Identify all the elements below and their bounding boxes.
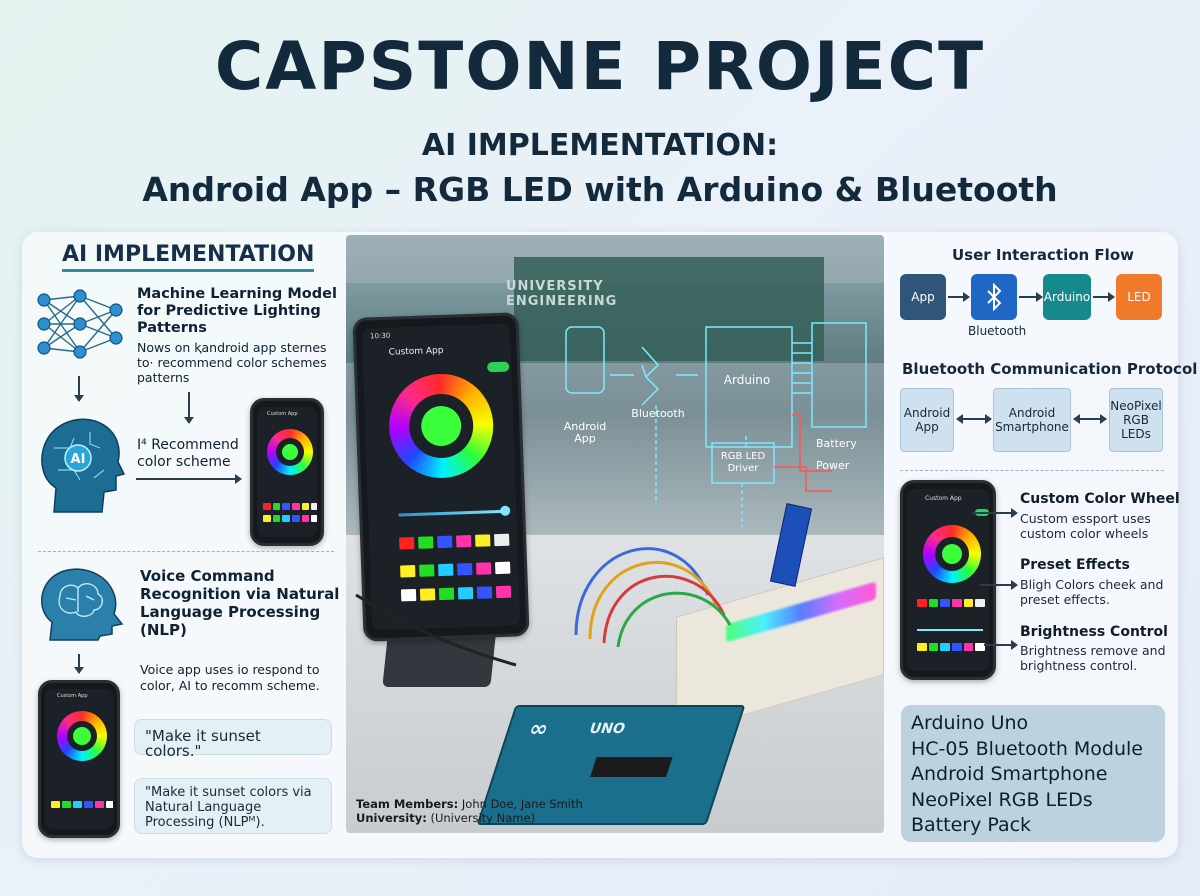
feature-wheel-text: Custom essport uses custom color wheels <box>1020 511 1151 541</box>
protocol-box-neopixel: NeoPixel RGB LEDs <box>1109 388 1163 452</box>
diagram-driver-label: RGB LED Driver <box>720 451 766 474</box>
right-arrow-icon <box>1019 292 1043 302</box>
flow-led-box: LED <box>1116 274 1162 320</box>
color-wheel[interactable] <box>57 711 107 761</box>
jumper-wires <box>355 547 732 667</box>
phone-app-title: Custom App <box>267 411 298 417</box>
voice-bubble-2: "Make it sunset colors via Natural Langu… <box>134 778 332 834</box>
protocol-box-smartphone: Android Smartphone <box>993 388 1071 452</box>
arduino-brand: UNO <box>587 721 628 737</box>
diagram-power-label: Power <box>816 459 850 472</box>
flow-bluetooth-box <box>971 274 1017 320</box>
right-arrow-icon <box>136 474 242 484</box>
protocol-title: Bluetooth Communication Protocol <box>902 360 1198 378</box>
ai-section-title: AI IMPLEMENTATION <box>62 242 315 272</box>
subtitle-ai: AI IMPLEMENTATION: <box>421 128 779 163</box>
phone-app-title: Custom App <box>925 495 962 502</box>
section-divider <box>38 551 334 552</box>
team-value: John Doe, Jane Smith <box>461 797 583 811</box>
hardware-item: Android Smartphone <box>911 763 1108 785</box>
voice-app-phone: Custom App <box>38 680 120 838</box>
feature-brightness-text: Brightness remove and brightness control… <box>1020 643 1166 673</box>
ai-head-icon: AI <box>41 418 126 513</box>
credits: Team Members: John Doe, Jane Smith Unive… <box>356 797 583 825</box>
recommend-label: Ⅰ⁴ Recommend color scheme <box>137 437 239 470</box>
hardware-item: Arduino Uno <box>911 712 1029 734</box>
feature-brightness-heading: Brightness Control <box>1020 624 1168 640</box>
voice-heading: Voice Command Recognition via Natural La… <box>140 567 340 639</box>
ai-chip-label: AI <box>71 452 86 467</box>
phone-clock: 10:30 <box>369 331 391 341</box>
phone-app-title: Custom App <box>57 693 88 699</box>
features-app-phone: Custom App <box>900 480 996 680</box>
diagram-arduino-label: Arduino <box>723 373 771 387</box>
down-arrow-icon <box>74 376 84 402</box>
down-arrow-icon <box>74 654 84 674</box>
section-divider <box>900 470 1164 471</box>
ml-heading: Machine Learning Model for Predictive Li… <box>137 286 337 336</box>
subtitle-project: Android App – RGB LED with Arduino & Blu… <box>142 170 1058 209</box>
university-value: (University Name) <box>430 811 536 825</box>
hardware-list: Arduino Uno HC-05 Bluetooth Module Andro… <box>901 705 1165 842</box>
flow-title: User Interaction Flow <box>952 246 1134 264</box>
flow-bluetooth-label: Bluetooth <box>968 324 1027 338</box>
hardware-diagram <box>565 322 867 527</box>
room-sign: UNIVERSITY ENGINEERING <box>506 279 618 309</box>
hardware-item: HC-05 Bluetooth Module <box>911 737 1143 760</box>
page-title: CAPSTONE PROJECT <box>214 28 986 105</box>
right-arrow-icon <box>980 580 1018 590</box>
diagram-battery-label: Battery <box>816 437 857 450</box>
voice-description: Voice app uses io respond to color, AI t… <box>140 662 320 693</box>
bidirectional-arrow-icon <box>956 414 992 424</box>
feature-preset-heading: Preset Effects <box>1020 557 1130 573</box>
hardware-item: NeoPixel RGB LEDs <box>911 788 1093 811</box>
ml-app-phone: Custom App <box>250 398 324 546</box>
voice-bubble-1: "Make it sunset colors." <box>134 719 332 759</box>
feature-wheel-heading: Custom Color Wheel <box>1020 491 1180 507</box>
right-arrow-icon <box>984 640 1018 650</box>
color-wheel[interactable] <box>267 429 313 475</box>
right-arrow-icon <box>972 508 1018 518</box>
right-arrow-icon <box>948 292 970 302</box>
hardware-item: Battery Pack <box>911 814 1032 836</box>
arduino-logo: ∞ <box>525 717 552 742</box>
down-arrow-icon <box>184 392 194 424</box>
university-label: University: <box>356 811 427 825</box>
ml-description: Nows on ⱪandroid app sternes to· recomme… <box>137 340 327 385</box>
brain-head-icon <box>41 568 124 641</box>
phone-app-title: Custom App <box>388 345 444 358</box>
feature-preset-text: Bligh Colors cheek and preset effects. <box>1020 577 1164 607</box>
diagram-android-label: Android App <box>563 420 607 445</box>
color-wheel[interactable] <box>387 372 496 480</box>
right-arrow-icon <box>1093 292 1115 302</box>
flow-arduino-box: Arduino <box>1043 274 1091 320</box>
bluetooth-icon <box>987 283 1002 311</box>
brightness-slider[interactable] <box>917 629 983 631</box>
diagram-bluetooth-label: Bluetooth <box>631 407 685 420</box>
neural-network-icon <box>37 289 123 359</box>
power-toggle[interactable] <box>487 361 510 373</box>
protocol-box-app: Android App <box>900 388 954 452</box>
flow-app-box: App <box>900 274 946 320</box>
color-wheel[interactable] <box>923 525 981 583</box>
bidirectional-arrow-icon <box>1073 414 1107 424</box>
team-label: Team Members: <box>356 797 459 811</box>
project-photo: UNIVERSITY ENGINEERING Android App Bluet… <box>346 235 884 833</box>
